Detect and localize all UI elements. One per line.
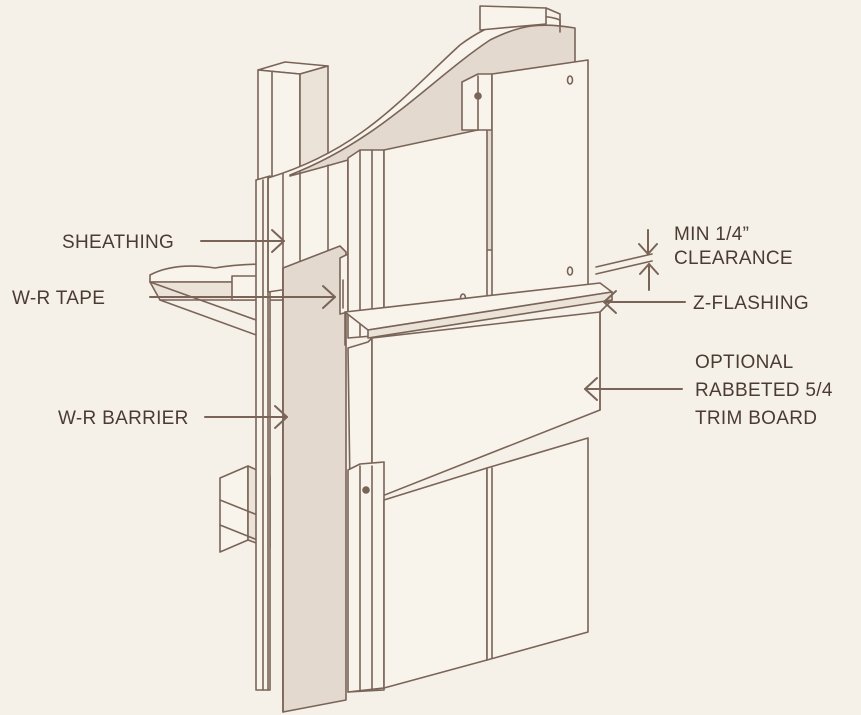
- vertical-stud: [255, 175, 271, 691]
- label-clearance-line1: MIN 1/4”: [674, 224, 749, 245]
- wr-tape-arrow: [149, 285, 336, 309]
- label-z-flashing: Z-FLASHING: [693, 293, 809, 314]
- label-wr-tape: W-R TAPE: [12, 288, 105, 309]
- wr-barrier: [282, 245, 347, 713]
- z-flashing-arrow: [603, 290, 686, 314]
- trim-board-arrow: [584, 377, 683, 401]
- label-clearance-line2: CLEARANCE: [674, 248, 793, 269]
- clearance-gap-lines: [595, 253, 653, 275]
- trim-board: [347, 299, 613, 501]
- wr-tape: [339, 253, 349, 315]
- label-wr-barrier: W-R BARRIER: [58, 408, 189, 429]
- clearance-arrows: [638, 229, 659, 291]
- z-flashing: [344, 282, 613, 346]
- sheathing-arrow: [200, 229, 285, 253]
- label-trim-line1: OPTIONAL: [695, 352, 793, 373]
- wr-barrier-arrow: [204, 405, 288, 429]
- upper-left-panel: [347, 127, 488, 339]
- label-trim-line3: TRIM BOARD: [695, 408, 817, 429]
- label-trim-line2: RABBETED 5/4: [695, 380, 833, 401]
- lower-panels: [347, 437, 589, 693]
- label-sheathing: SHEATHING: [62, 232, 174, 253]
